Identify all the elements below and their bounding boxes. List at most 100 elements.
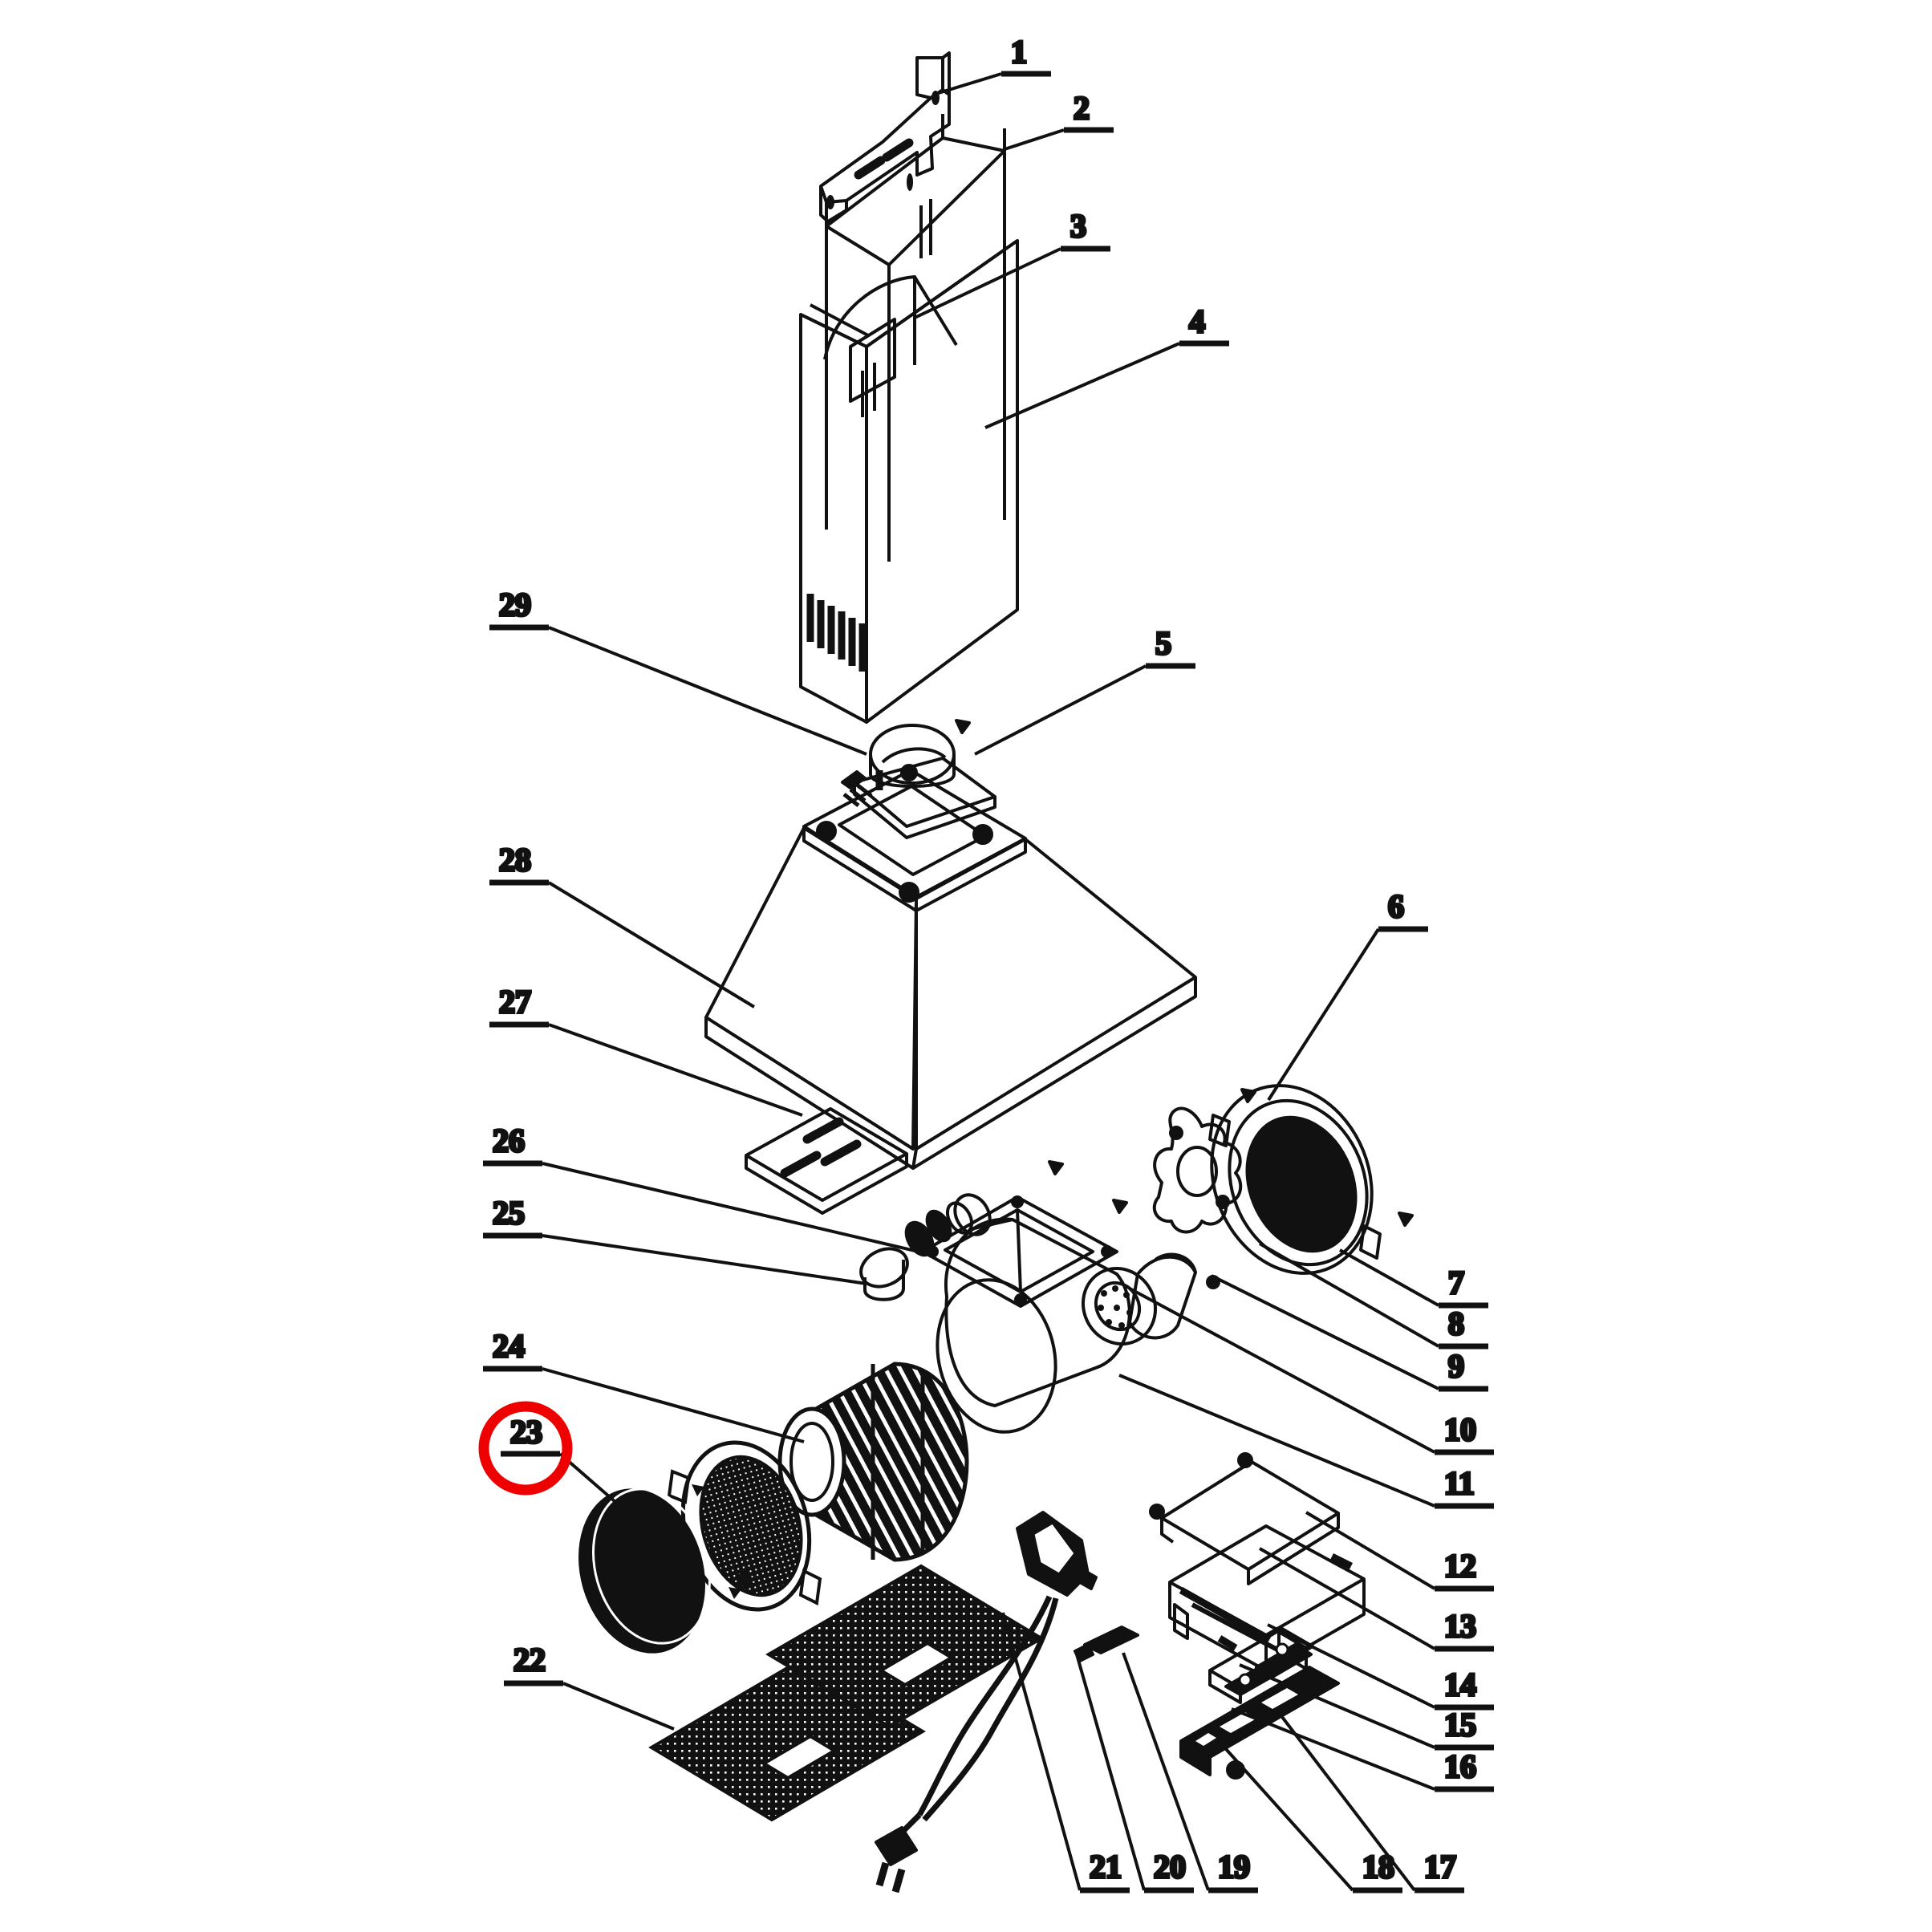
callout-number-28: 28 <box>499 842 531 878</box>
cover-inner-ring <box>1228 1098 1369 1267</box>
callout-number-1: 1 <box>1011 34 1027 70</box>
part-upper-chimney-assembly <box>819 51 1006 562</box>
callout-14[interactable]: 14 <box>1267 1623 1494 1711</box>
canopy-flange-bolt-2 <box>972 824 993 845</box>
canopy-left-rim <box>704 1017 918 1170</box>
callout-leader-line-20 <box>1075 1654 1146 1891</box>
mount-plate-thickness <box>745 1154 908 1215</box>
callout-number-8: 8 <box>1448 1305 1464 1341</box>
callout-26[interactable]: 26 <box>483 1121 919 1253</box>
callout-leader-line-7 <box>1339 1248 1439 1307</box>
control-box-cover-tab-left <box>1160 1518 1175 1544</box>
part-blower-housing <box>921 1160 1131 1434</box>
callout-leader-line-26 <box>542 1162 919 1253</box>
connector-plug-b <box>925 1209 952 1243</box>
motor-body-top-arc <box>1154 1252 1197 1273</box>
flue-screw-hole <box>907 173 913 191</box>
light-socket-clip-tab <box>1078 1569 1098 1590</box>
part-blower-motor-assembly <box>1081 1252 1220 1346</box>
callout-8[interactable]: 8 <box>1259 1242 1488 1350</box>
callout-leader-line-4 <box>984 342 1180 429</box>
callout-28[interactable]: 28 <box>489 840 756 1009</box>
control-box-cover-thickness <box>1247 1513 1340 1585</box>
callout-15[interactable]: 15 <box>1239 1663 1494 1751</box>
connector-skirt <box>863 1260 905 1301</box>
motor-vent-dots <box>1098 1285 1133 1329</box>
callout-6[interactable]: 6 <box>1267 887 1428 1102</box>
callout-number-7: 7 <box>1448 1264 1464 1301</box>
damper-tab-left <box>841 770 867 789</box>
callout-number-26: 26 <box>493 1122 525 1159</box>
control-box-stud <box>1329 1552 1354 1570</box>
inner-duct-arc <box>823 275 916 365</box>
callout-29[interactable]: 29 <box>489 585 867 756</box>
callout-4[interactable]: 4 <box>984 302 1229 429</box>
cover-lug-right <box>1359 1224 1382 1260</box>
housing-outlet-divider <box>1016 1209 1022 1293</box>
callout-leader-line-13 <box>1259 1547 1435 1650</box>
cover-screw-a <box>1149 1504 1165 1520</box>
callout-27[interactable]: 27 <box>489 982 803 1117</box>
housing-bolt-2 <box>1011 1195 1024 1208</box>
callout-3[interactable]: 3 <box>914 206 1110 319</box>
callout-number-21: 21 <box>1090 1849 1122 1885</box>
switch-knob-b <box>1238 1673 1252 1687</box>
control-box-foot <box>1217 1635 1238 1651</box>
callout-19[interactable]: 19 <box>1122 1652 1258 1893</box>
callout-number-4: 4 <box>1189 303 1205 339</box>
lower-flue-top-lip <box>810 303 869 337</box>
canopy-flange-bolt-1 <box>816 821 837 842</box>
housing-outlet-opening <box>944 1208 1094 1293</box>
callout-12[interactable]: 12 <box>1305 1511 1494 1592</box>
callout-18[interactable]: 18 <box>1224 1747 1402 1893</box>
cover-screw-b <box>1237 1452 1253 1468</box>
callout-1[interactable]: 1 <box>932 32 1051 96</box>
callout-layer: 1234567891011121314151617181920212223242… <box>483 32 1494 1893</box>
housing-scroll-body <box>944 1217 1131 1407</box>
callout-25[interactable]: 25 <box>483 1193 867 1285</box>
callout-number-12: 12 <box>1444 1548 1476 1584</box>
callout-leader-line-29 <box>548 626 867 756</box>
inner-duct-face <box>849 318 896 403</box>
callout-leader-line-12 <box>1305 1511 1436 1590</box>
callout-leader-line-28 <box>547 881 756 1009</box>
lower-flue-vent-slots <box>806 594 867 672</box>
retainer-lug-left <box>667 1469 691 1504</box>
callout-17[interactable]: 17 <box>1281 1715 1464 1893</box>
callout-leader-line-17 <box>1281 1715 1416 1892</box>
callout-number-23: 23 <box>510 1414 542 1450</box>
cover-lug-left <box>1208 1114 1231 1147</box>
callout-number-27: 27 <box>499 984 531 1020</box>
callout-16[interactable]: 16 <box>1231 1707 1494 1792</box>
callout-leader-line-16 <box>1231 1707 1435 1791</box>
filter-retainer-mesh <box>699 1455 803 1597</box>
callout-2[interactable]: 2 <box>1004 88 1114 151</box>
inner-duct-edge <box>913 275 958 347</box>
callout-leader-line-10 <box>1129 1287 1435 1454</box>
callout-11[interactable]: 11 <box>1118 1374 1494 1509</box>
callout-leader-line-15 <box>1239 1663 1435 1749</box>
callout-22[interactable]: 22 <box>504 1640 675 1731</box>
bracket-hole-a <box>1169 1126 1183 1140</box>
callout-13[interactable]: 13 <box>1259 1547 1494 1652</box>
callout-9[interactable]: 9 <box>1211 1274 1488 1392</box>
callout-21[interactable]: 21 <box>1001 1612 1130 1893</box>
callout-24[interactable]: 24 <box>483 1326 805 1443</box>
canopy-right-rim <box>911 977 1197 1170</box>
callout-5[interactable]: 5 <box>974 623 1195 756</box>
part-light-and-cord-assembly <box>875 1511 1139 1893</box>
housing-outlet-flange <box>921 1195 1118 1308</box>
callout-7[interactable]: 7 <box>1339 1248 1488 1309</box>
callout-10[interactable]: 10 <box>1129 1287 1494 1455</box>
flue-top-left-edge <box>825 114 944 228</box>
plug-body <box>875 1826 918 1866</box>
bracket-hole-b <box>1216 1195 1230 1209</box>
callout-number-14: 14 <box>1444 1666 1476 1703</box>
callout-20[interactable]: 20 <box>1075 1654 1194 1893</box>
mount-plate-slots <box>780 1117 862 1178</box>
lamp-bulb-body <box>1083 1626 1139 1654</box>
callout-leader-line-3 <box>914 247 1061 319</box>
callout-23[interactable]: 23 <box>501 1412 635 1520</box>
retainer-lug-right <box>798 1568 822 1606</box>
